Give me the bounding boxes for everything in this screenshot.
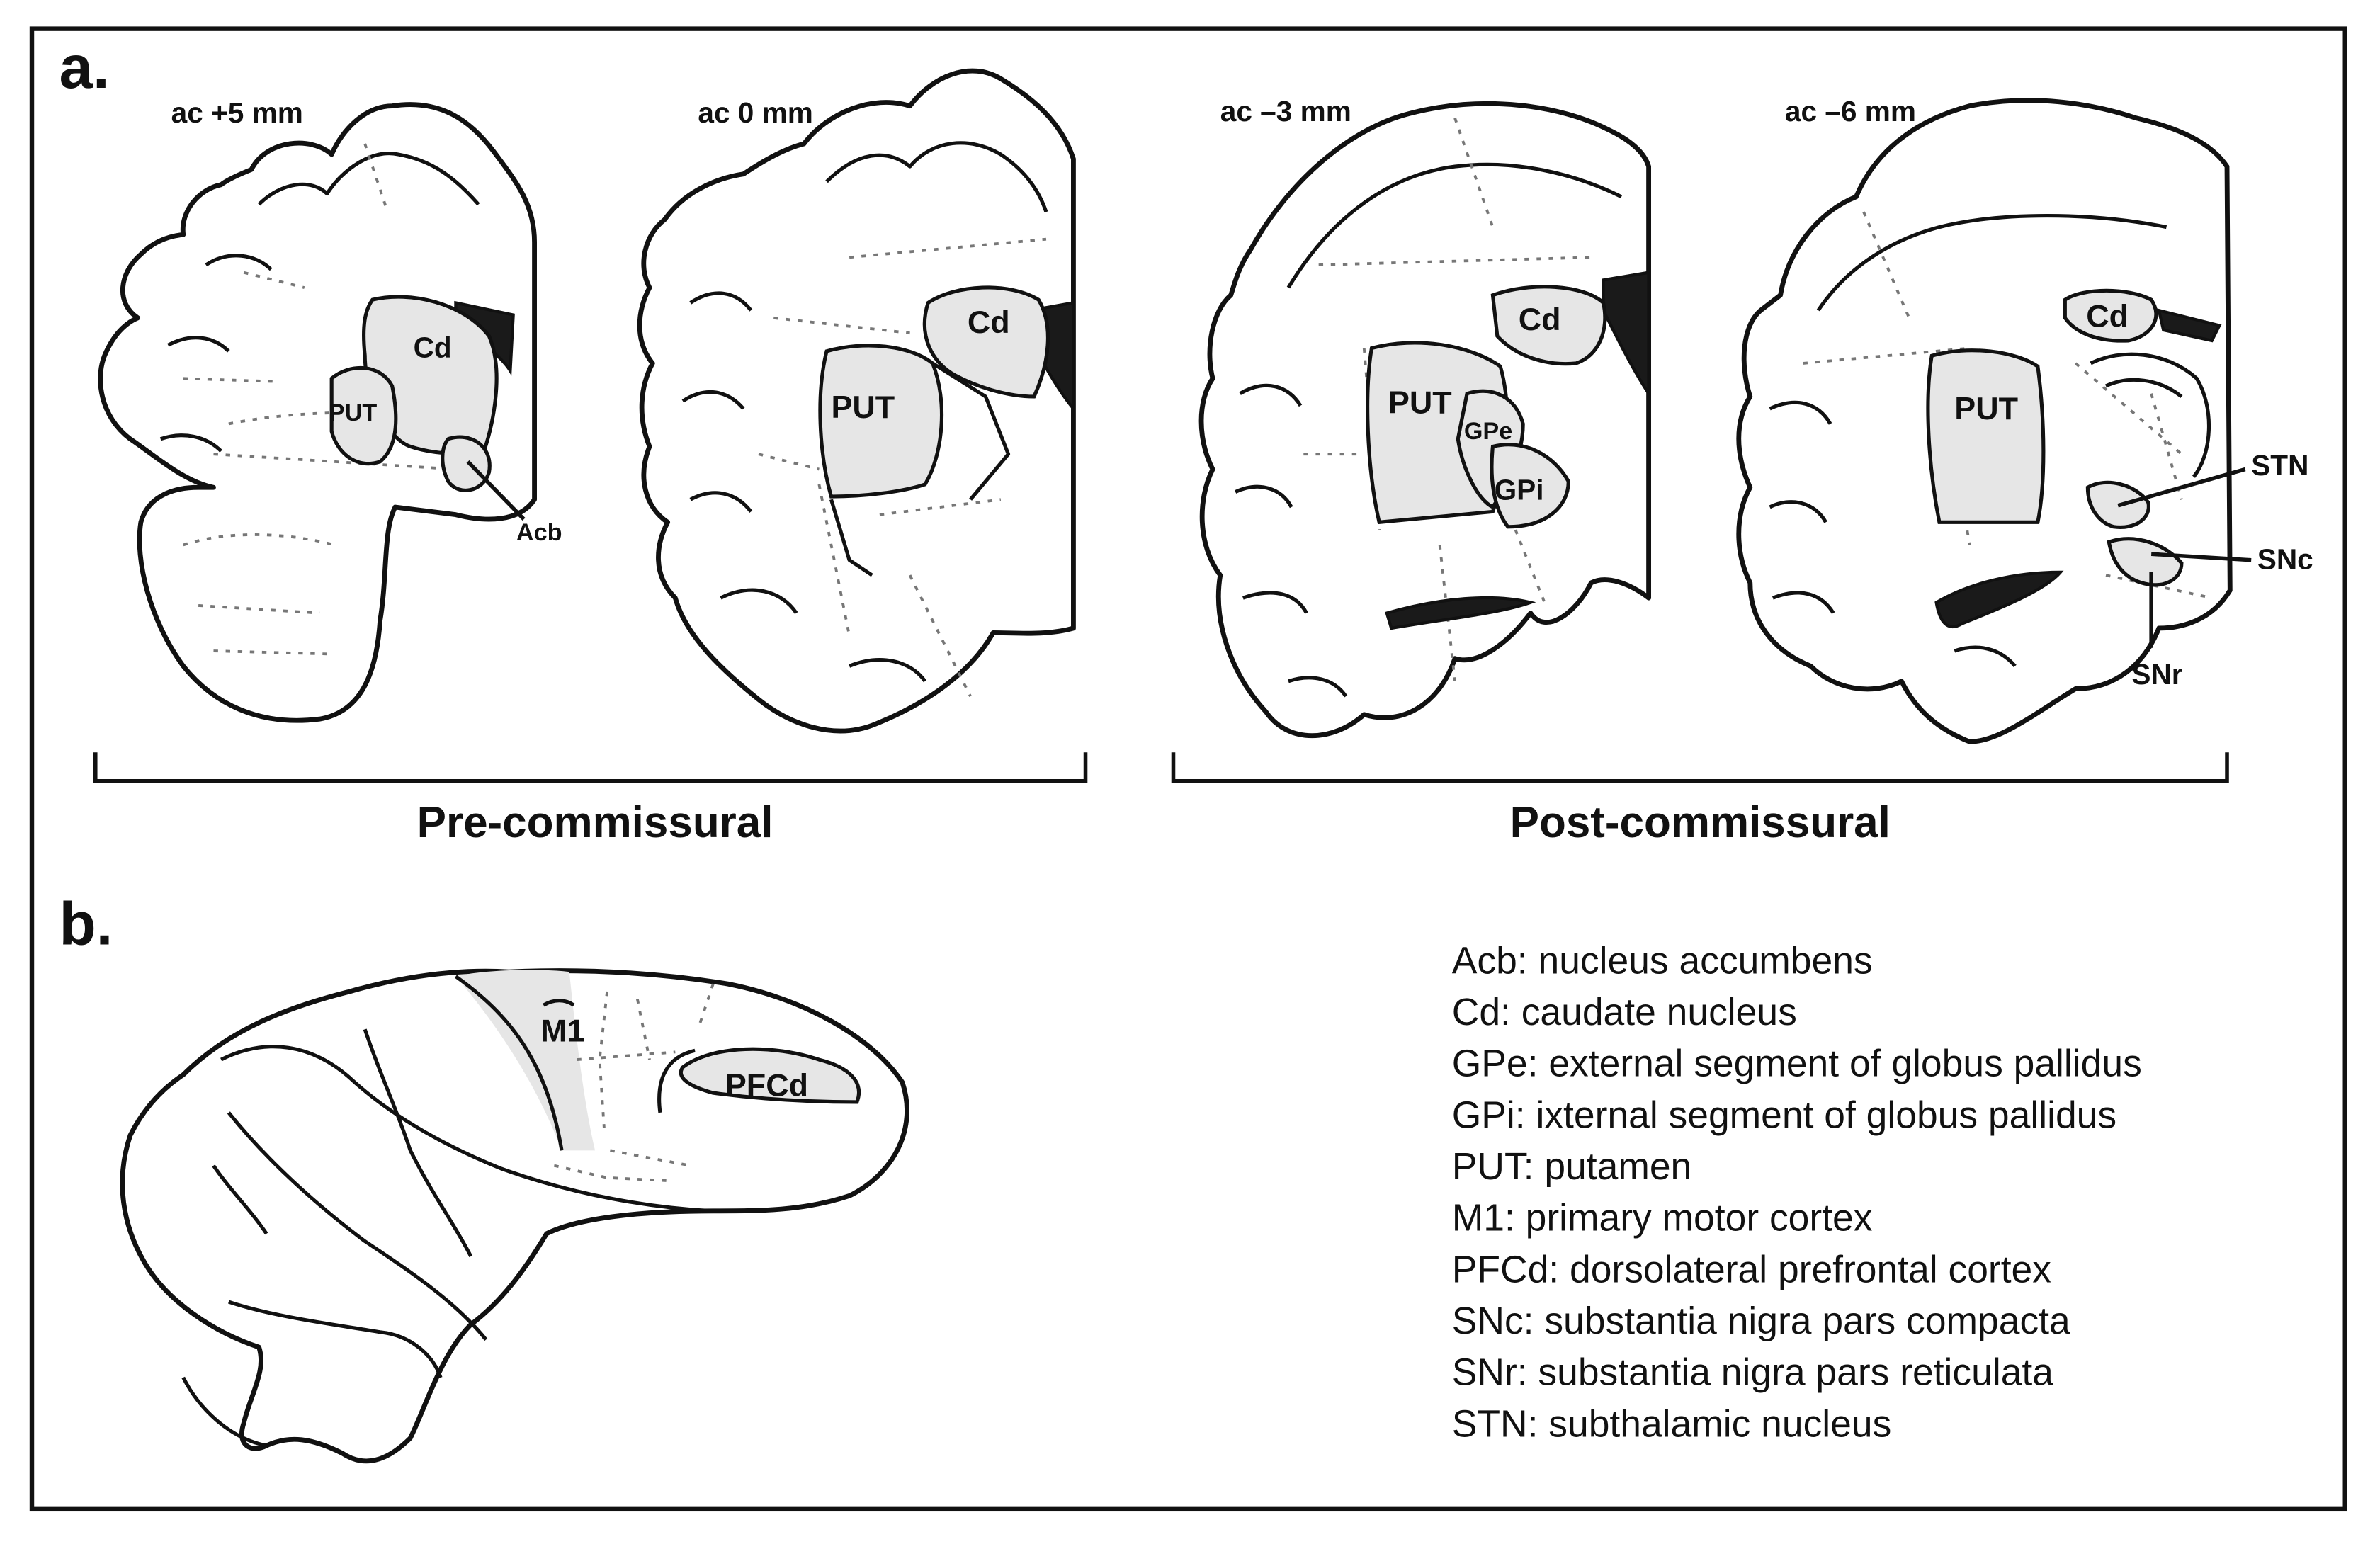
label-cd: Cd: [414, 331, 452, 363]
thalamus-outline: [2090, 352, 2211, 478]
label-put: PUT: [329, 399, 377, 426]
ventricle: [2156, 308, 2222, 343]
section-level-label: ac –3 mm: [1220, 95, 1352, 127]
section-level-label: ac 0 mm: [698, 96, 812, 129]
cerebellum-line: [181, 1376, 267, 1448]
cortex-inner-border: [159, 152, 480, 453]
panel-a-letter: a.: [59, 34, 109, 101]
gyrus-lines: [183, 143, 456, 656]
caudate-region: [2063, 288, 2158, 343]
temporal-lobe-line: [228, 1300, 443, 1378]
hemisphere-outline: [98, 102, 537, 723]
accumbens-region: [441, 435, 492, 492]
label-put: PUT: [1954, 390, 2018, 426]
gyrus-lines: [1303, 118, 1592, 681]
lateral-brain-drawing: M1 PFCd: [120, 968, 910, 1464]
legend-item: GPi: ixternal segment of globus pallidus: [1452, 1094, 2116, 1136]
legend-item: SNc: substantia nigra pars compacta: [1452, 1300, 2070, 1342]
leader-acb: [466, 460, 526, 521]
legend-item: Cd: caudate nucleus: [1452, 992, 1797, 1033]
label-gpe: GPe: [1464, 418, 1512, 445]
label-snr: SNr: [2131, 658, 2182, 691]
section-level-label: ac –6 mm: [1785, 95, 1916, 127]
label-gpi: GPi: [1495, 473, 1544, 506]
gyrus-lines: [758, 237, 1047, 697]
section-level-label: ac +5 mm: [171, 96, 303, 129]
label-cd: Cd: [1519, 301, 1561, 337]
arcuate-sulcus: [657, 1048, 696, 1113]
legend-item: SNr: substantia nigra pars reticulata: [1452, 1352, 2054, 1394]
legend-item: Acb: nucleus accumbens: [1452, 940, 1873, 982]
globus-pallidus-internal: [1490, 443, 1570, 529]
m1-hook: [543, 999, 575, 1007]
ventricle-lower: [1385, 596, 1536, 630]
label-cd: Cd: [2086, 298, 2129, 334]
ventricle-lower: [1934, 570, 2064, 629]
legend-item: STN: subthalamic nucleus: [1452, 1403, 1892, 1445]
legend: Acb: nucleus accumbens Cd: caudate nucle…: [1452, 940, 2142, 1445]
group-label-pre: Pre-commissural: [417, 798, 774, 847]
putamen-region: [818, 344, 944, 499]
group-label-post: Post-commissural: [1510, 798, 1891, 847]
label-snc: SNc: [2257, 543, 2313, 576]
cortex-inner-border: [1769, 214, 2168, 668]
label-pfcd: PFCd: [725, 1067, 808, 1103]
lunate-sulcus: [212, 1164, 268, 1235]
superior-temporal-sulcus: [227, 1111, 488, 1341]
label-put: PUT: [1388, 384, 1452, 420]
section-ac-minus6: ac –6 mm Cd PUT STN SNc SNr: [1736, 95, 2313, 744]
cortex-inner-border: [681, 141, 1048, 683]
label-acb: Acb: [516, 519, 562, 546]
intraparietal-sulcus: [363, 1028, 473, 1258]
substantia-nigra-region: [2107, 537, 2184, 587]
legend-item: GPe: external segment of globus pallidus: [1452, 1043, 2142, 1085]
label-m1: M1: [540, 1012, 584, 1048]
panel-b-letter: b.: [59, 891, 113, 958]
frontal-region-highlight: [455, 970, 596, 1151]
internal-capsule-outline: [829, 361, 1011, 577]
bracket-post-commissural: [1171, 752, 2229, 783]
caudate-region: [1490, 285, 1607, 366]
central-sulcus: [454, 975, 564, 1151]
brain-division-lines: [553, 983, 715, 1182]
legend-item: M1: primary motor cortex: [1452, 1198, 1873, 1239]
bracket-pre-commissural: [93, 752, 1088, 783]
caudate-region: [922, 285, 1050, 399]
label-put: PUT: [831, 389, 895, 425]
cortex-inner-border: [1235, 162, 1623, 698]
figure-frame: [29, 26, 2347, 1512]
leader-stn: [2117, 467, 2246, 508]
section-ac-0: ac 0 mm Cd PUT: [637, 68, 1076, 734]
label-cd: Cd: [968, 304, 1010, 340]
label-stn: STN: [2251, 449, 2308, 482]
legend-item: PFCd: dorsolateral prefrontal cortex: [1452, 1249, 2052, 1290]
putamen-region: [329, 365, 398, 466]
leader-snc: [2150, 552, 2252, 562]
section-ac-minus3: ac –3 mm Cd PUT GPe GPi: [1198, 95, 1652, 739]
putamen-region: [1926, 348, 2046, 524]
legend-item: PUT: putamen: [1452, 1146, 1692, 1188]
lateral-sulcus: [220, 1045, 713, 1213]
section-ac-plus5: ac +5 mm Cd PUT Acb: [98, 96, 562, 723]
pfcd-region: [679, 1047, 861, 1104]
